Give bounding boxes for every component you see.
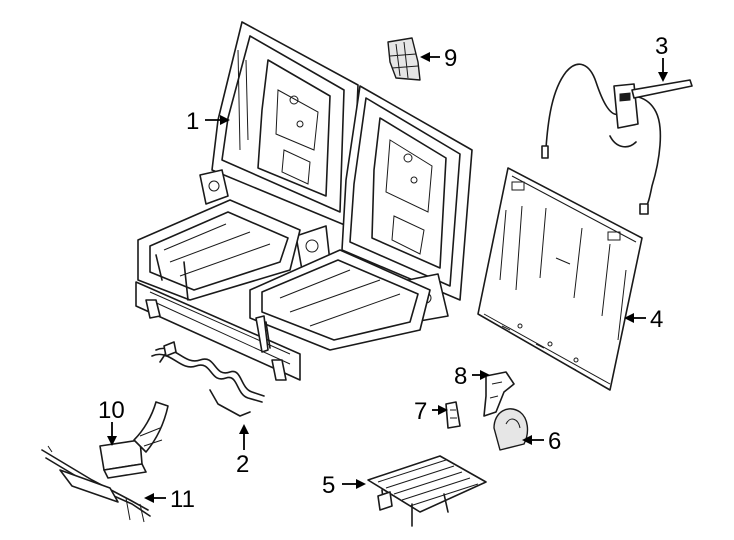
callout-labels: 1 2 3 4 5 6 7 8 9 10 11 (98, 33, 668, 513)
part-6-end-cap (493, 408, 529, 451)
part-10-strap-bracket (99, 401, 169, 479)
callout-1: 1 (186, 108, 199, 135)
callout-7: 7 (414, 398, 427, 425)
part-1-seat-frame-assembly (135, 21, 473, 381)
callout-11: 11 (170, 486, 195, 513)
part-11-cable-bundle (41, 445, 151, 523)
part-7-clip (445, 401, 461, 429)
part-2-wire-spring (151, 341, 265, 417)
part-9-pad (387, 37, 421, 81)
callout-9: 9 (444, 45, 457, 72)
callout-5: 5 (322, 472, 335, 499)
leader-lines (107, 52, 668, 503)
part-5-support-mat (367, 455, 487, 527)
callout-2: 2 (236, 451, 249, 478)
part-8-bracket (483, 371, 515, 417)
callout-10: 10 (98, 397, 125, 424)
callout-8: 8 (454, 363, 467, 390)
part-3-wiring-harness (541, 63, 693, 215)
callout-3: 3 (655, 33, 668, 60)
part-4-back-panel (477, 167, 643, 391)
callout-6: 6 (548, 428, 561, 455)
callout-4: 4 (650, 306, 663, 333)
